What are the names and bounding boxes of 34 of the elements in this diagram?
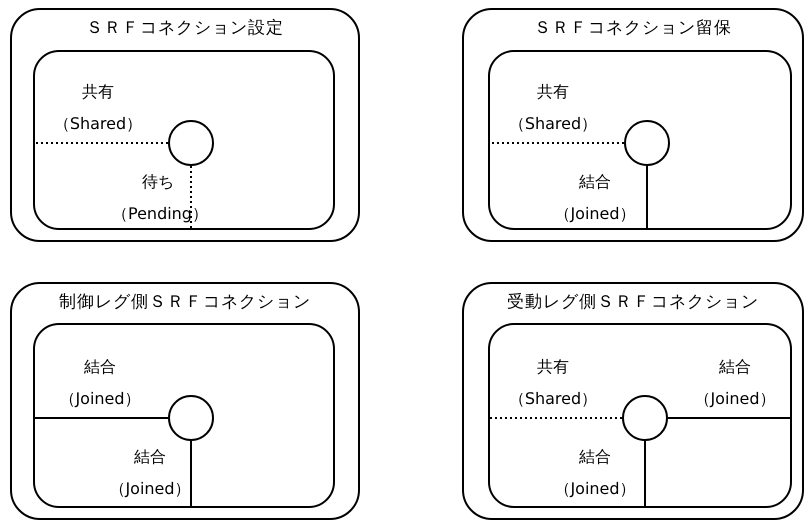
state-panel [462,282,804,520]
edge-label: 結合（Joined） [553,171,637,225]
connection-circle [624,120,670,166]
edge-label: 結合（Joined） [693,356,777,410]
edge-label: 結合（Joined） [108,446,192,500]
edge-label: 共有（Shared） [508,81,598,135]
connector-line [190,441,192,507]
edge-label: 共有（Shared） [52,81,144,135]
edge-label: 結合（Joined） [58,356,142,410]
edge-label: 結合（Joined） [553,446,637,500]
panel-title: ＳＲＦコネクション設定 [85,17,285,39]
leg-box [33,323,335,508]
leg-box [488,50,792,230]
connector-line [668,417,791,419]
leg-box [33,50,335,230]
edge-label: 待ち（Pending） [112,171,204,225]
dotted-line [489,142,624,144]
state-panel [10,8,360,242]
connection-circle [168,395,214,441]
connector-line [646,166,648,229]
dotted-line [190,166,192,229]
leg-box [488,323,792,508]
state-panel [462,8,804,242]
panel-title: 受動レグ側ＳＲＦコネクション [506,291,760,313]
edge-label: 共有（Shared） [508,356,598,410]
dotted-line [489,417,622,419]
connector-line [644,441,646,507]
panel-title: ＳＲＦコネクション留保 [533,17,733,39]
connection-circle [622,395,668,441]
state-panel [10,282,360,520]
panel-title: 制御レグ側ＳＲＦコネクション [58,291,312,313]
connection-circle [168,120,214,166]
connector-line [34,417,168,419]
dotted-line [34,142,168,144]
